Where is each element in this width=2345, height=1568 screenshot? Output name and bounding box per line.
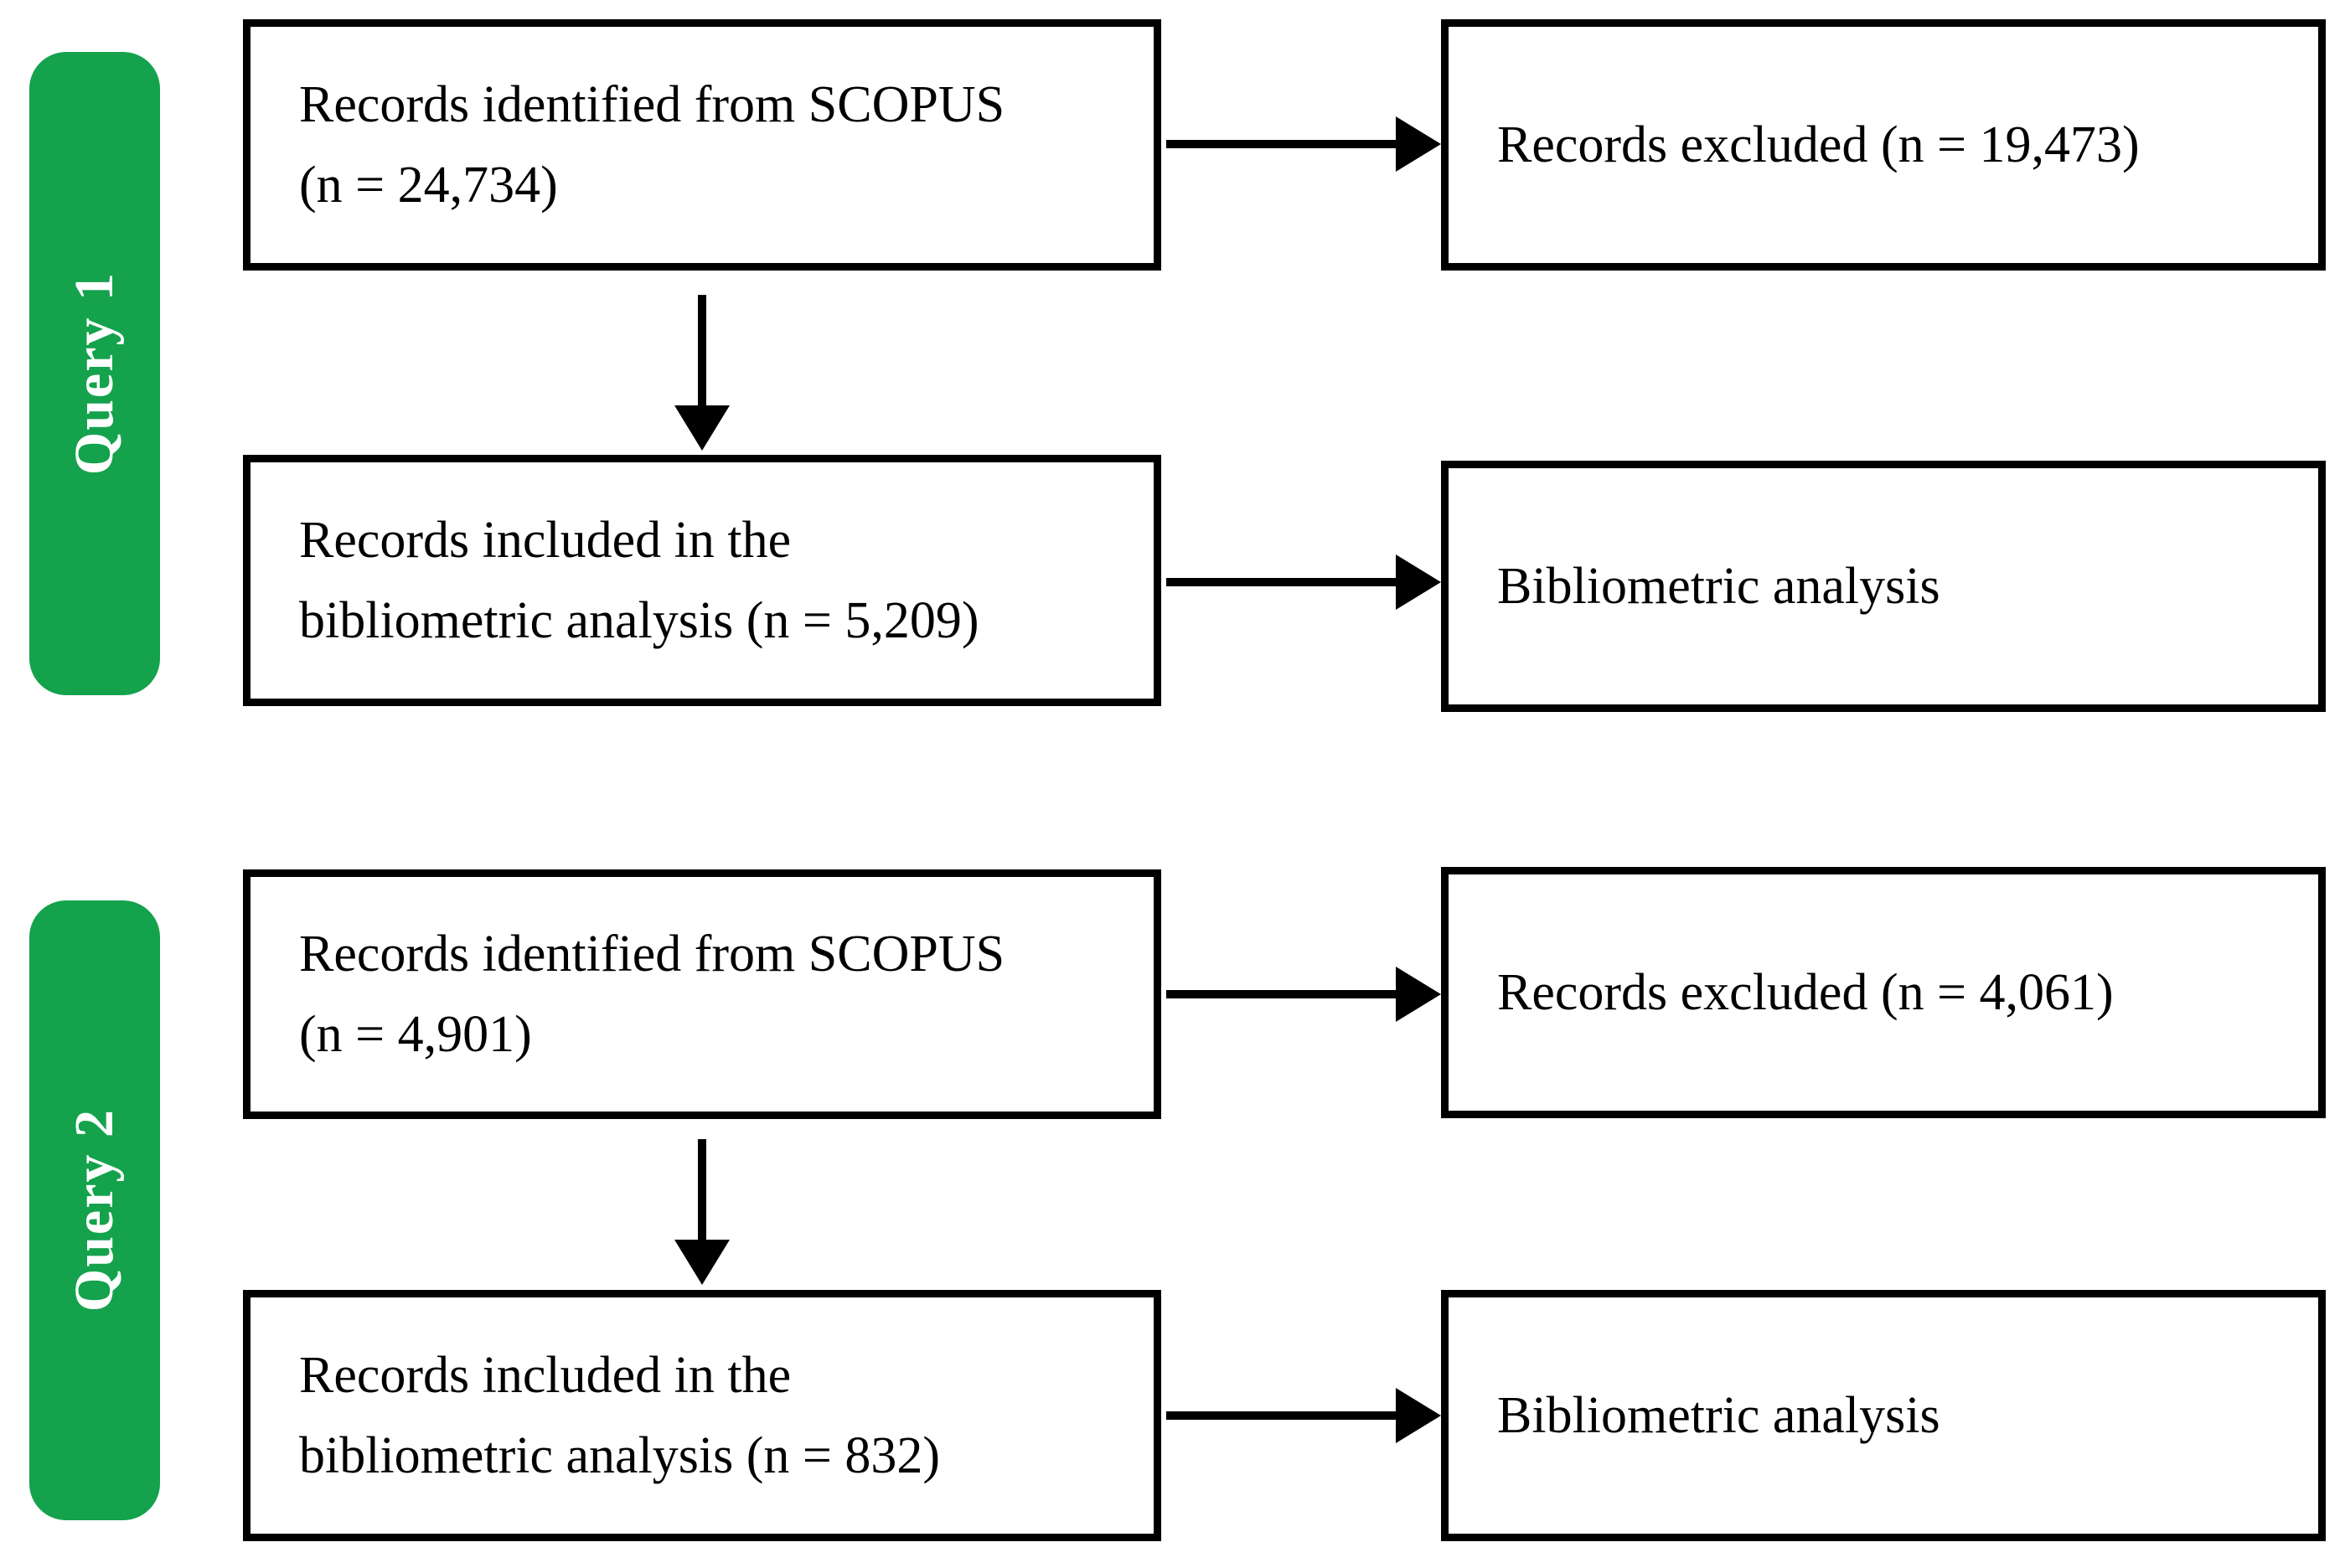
query1-excluded-text: Records excluded (n = 19,473)	[1497, 116, 2140, 173]
query2-identified-text-line2: (n = 4,901)	[299, 1006, 532, 1063]
arrow-shaft	[1166, 578, 1401, 586]
query2-included-box: Records included in the bibliometric ana…	[243, 1290, 1161, 1541]
query1-identified-text-line1: Records identified from SCOPUS	[299, 76, 1005, 133]
query1-included-text-line2: bibliometric analysis (n = 5,209)	[299, 592, 979, 649]
arrowhead-down-icon	[674, 1240, 730, 1285]
query1-arrow-identified-to-included	[674, 295, 730, 451]
query1-excluded-box: Records excluded (n = 19,473)	[1441, 19, 2326, 271]
arrowhead-right-icon	[1396, 1388, 1441, 1443]
query2-identified-box: Records identified from SCOPUS (n = 4,90…	[243, 869, 1161, 1119]
query2-arrow-identified-to-excluded	[1166, 967, 1441, 1022]
query1-label: Query 1	[64, 271, 125, 476]
query1-included-text-line1: Records included in the	[299, 512, 792, 569]
query1-label-pill: Query 1	[29, 52, 160, 695]
query1-analysis-text: Bibliometric analysis	[1497, 558, 1940, 615]
query2-identified-text-line1: Records identified from SCOPUS	[299, 926, 1005, 983]
query2-label: Query 2	[64, 1108, 125, 1313]
query2-excluded-text: Records excluded (n = 4,061)	[1497, 964, 2114, 1021]
arrow-shaft	[698, 1139, 706, 1245]
query2-included-text-line2: bibliometric analysis (n = 832)	[299, 1427, 941, 1484]
query2-included-text-line1: Records included in the	[299, 1347, 792, 1404]
query1-arrow-included-to-analysis	[1166, 554, 1441, 610]
query2-analysis-text: Bibliometric analysis	[1497, 1387, 1940, 1444]
query2-label-pill: Query 2	[29, 900, 160, 1520]
arrow-shaft	[1166, 990, 1401, 998]
arrowhead-right-icon	[1396, 116, 1441, 172]
arrowhead-right-icon	[1396, 967, 1441, 1022]
query1-arrow-identified-to-excluded	[1166, 116, 1441, 172]
arrow-shaft	[1166, 140, 1401, 148]
query2-arrow-identified-to-included	[674, 1139, 730, 1285]
query2-arrow-included-to-analysis	[1166, 1388, 1441, 1443]
arrowhead-down-icon	[674, 405, 730, 451]
query1-identified-text-line2: (n = 24,734)	[299, 157, 558, 214]
arrow-shaft	[1166, 1411, 1401, 1420]
arrowhead-right-icon	[1396, 554, 1441, 610]
query1-included-box: Records included in the bibliometric ana…	[243, 455, 1161, 706]
query1-analysis-box: Bibliometric analysis	[1441, 461, 2326, 712]
arrow-shaft	[698, 295, 706, 410]
query2-analysis-box: Bibliometric analysis	[1441, 1290, 2326, 1541]
query2-excluded-box: Records excluded (n = 4,061)	[1441, 867, 2326, 1118]
query1-identified-box: Records identified from SCOPUS (n = 24,7…	[243, 19, 1161, 271]
